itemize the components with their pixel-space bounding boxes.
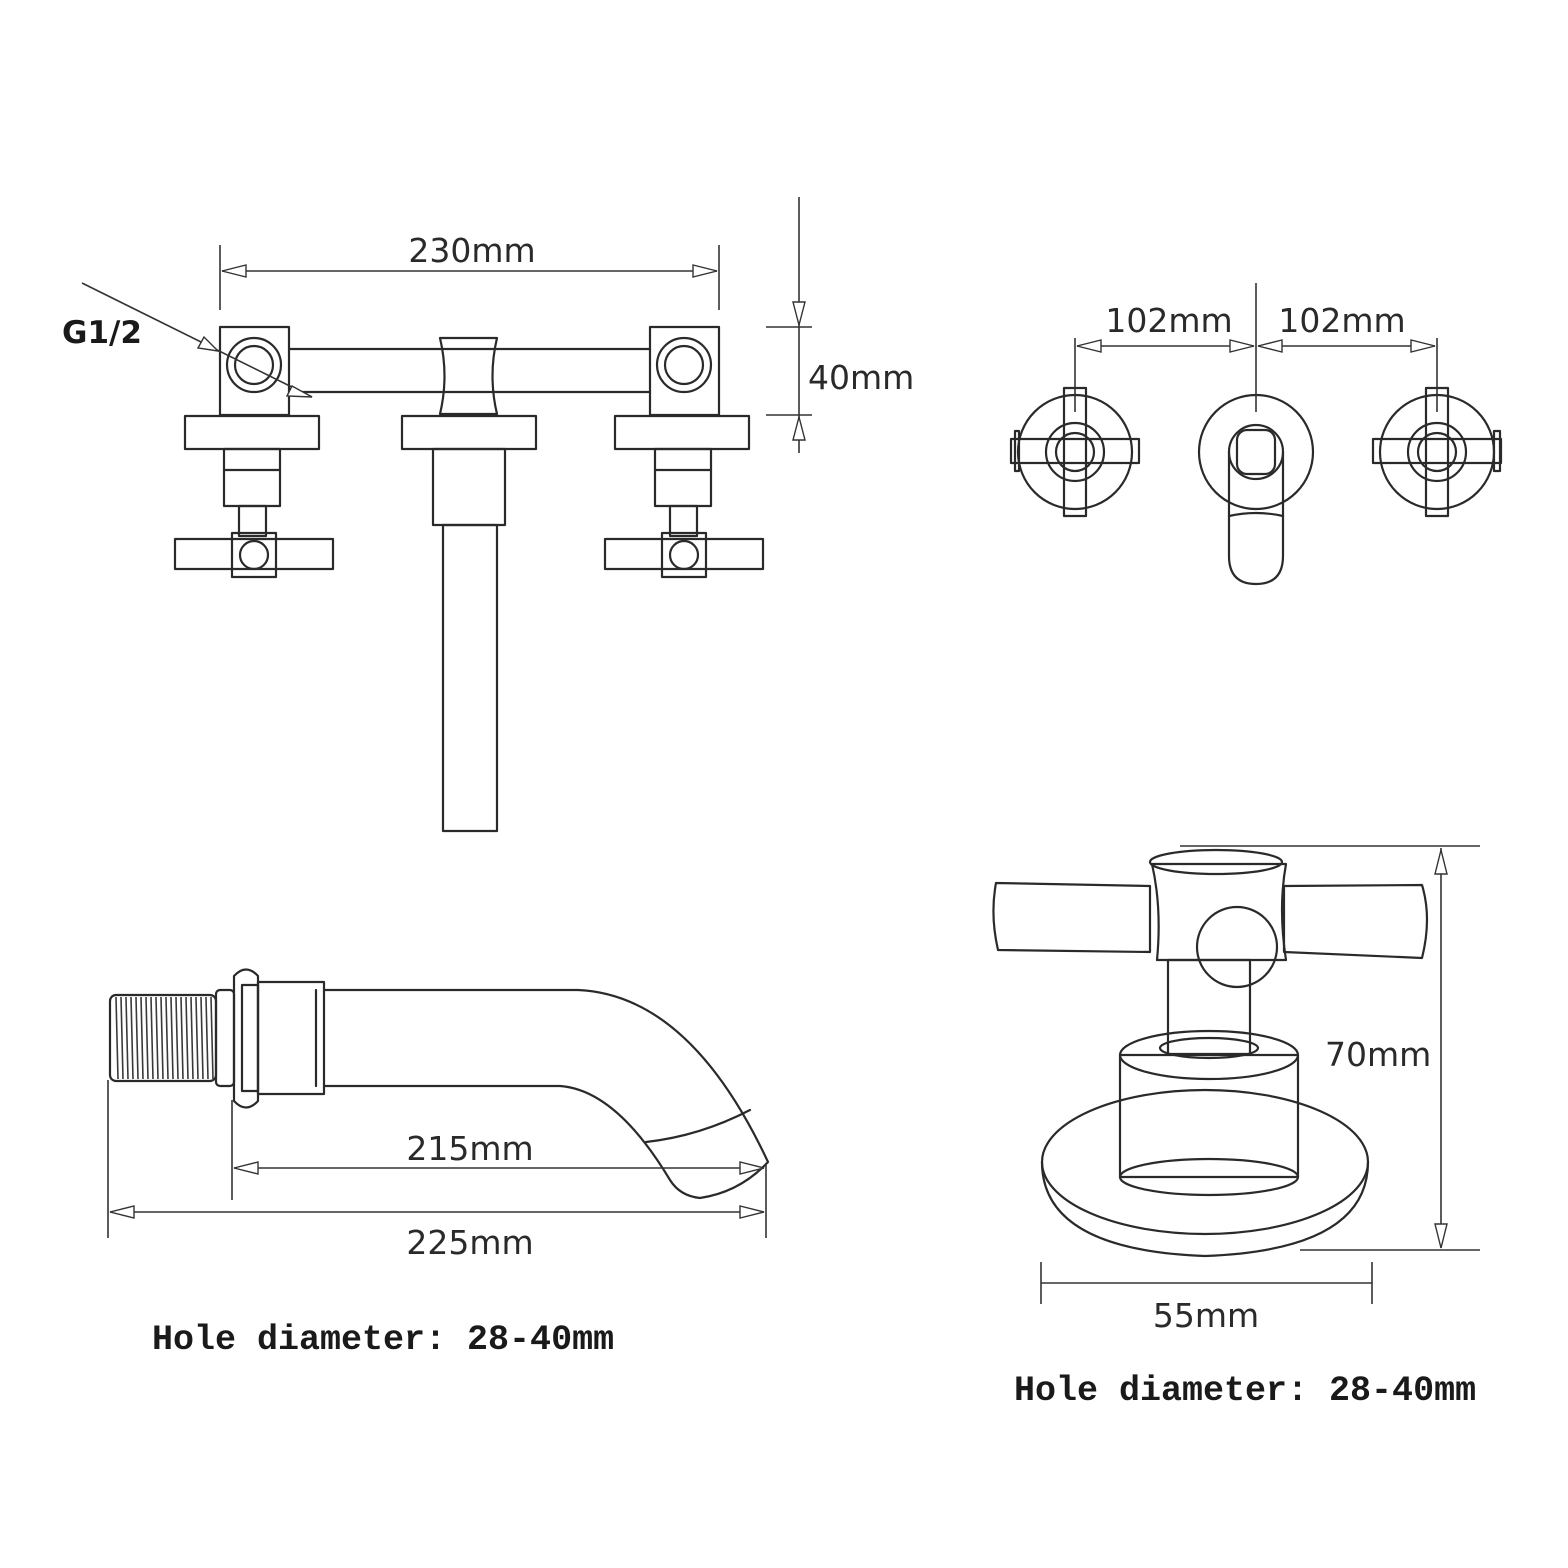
dimension-55mm: 55mm: [1040, 1262, 1373, 1335]
spout-hole-diameter-note: Hole diameter: 28-40mm: [152, 1320, 614, 1360]
handle-hole-diameter-note: Hole diameter: 28-40mm: [1014, 1371, 1476, 1411]
thread-line: [125, 996, 129, 1080]
spout-collar: [256, 980, 326, 1096]
spout-tube: [322, 988, 770, 1200]
dimension-70mm: 70mm: [1180, 845, 1480, 1251]
thread-label: G1/2: [62, 315, 142, 351]
spout-flange: [214, 968, 260, 1109]
thread-line: [205, 996, 209, 1080]
dimension-label-70mm: 70mm: [1325, 1035, 1431, 1074]
dimension-label-40mm: 40mm: [808, 358, 914, 397]
dimension-label-102mm-left: 102mm: [1105, 301, 1232, 340]
handle-side-view: 70mm 55mm Hole diameter: 28-40mm: [992, 845, 1480, 1411]
thread-line: [170, 996, 174, 1080]
thread-line: [160, 996, 164, 1080]
thread-line: [135, 996, 139, 1080]
thread-line: [210, 996, 214, 1080]
thread-line: [155, 996, 159, 1080]
front-view: 230mm G1/2 40mm: [62, 197, 914, 833]
cross-handle: [992, 848, 1429, 989]
dimension-label-225mm: 225mm: [406, 1223, 533, 1262]
thread-line: [115, 996, 119, 1080]
dimension-40mm: 40mm: [766, 197, 914, 453]
threaded-inlet: [108, 993, 218, 1083]
center-spout-body: [400, 336, 538, 833]
thread-lines: [115, 996, 214, 1080]
handle-base-plate: [1040, 1088, 1370, 1258]
thread-line: [190, 996, 194, 1080]
dimension-label-215mm: 215mm: [406, 1129, 533, 1168]
dimension-215mm: 215mm: [231, 1100, 765, 1200]
dimension-102mm-pair: 102mm 102mm: [1074, 283, 1438, 412]
handle-cap-circle: [1195, 905, 1279, 989]
dimension-225mm: 225mm: [107, 1080, 767, 1262]
thread-line: [140, 996, 144, 1080]
spout-side-view: 215mm 225mm Hole diameter: 28-40mm: [107, 968, 770, 1360]
dimension-label-55mm: 55mm: [1153, 1296, 1259, 1335]
thread-line: [180, 996, 184, 1080]
center-spout-top: [1197, 393, 1315, 586]
thread-line: [185, 996, 189, 1080]
thread-line: [130, 996, 134, 1080]
thread-line: [150, 996, 154, 1080]
thread-line: [175, 996, 179, 1080]
left-handle-top: [1009, 386, 1141, 518]
thread-line: [120, 996, 124, 1080]
thread-line: [195, 996, 199, 1080]
dimension-label-102mm-right: 102mm: [1278, 301, 1405, 340]
dimension-230mm: 230mm: [219, 231, 720, 310]
thread-callout: G1/2: [62, 282, 313, 398]
handle-body-cylinder: [1118, 1029, 1300, 1197]
thread-line: [200, 996, 204, 1080]
thread-line: [145, 996, 149, 1080]
top-view: 102mm 102mm: [1009, 283, 1503, 586]
right-valve-body: [603, 325, 765, 579]
dimension-label-230mm: 230mm: [408, 231, 535, 270]
connecting-pipe: [288, 347, 652, 394]
thread-line: [165, 996, 169, 1080]
left-valve-body: [173, 325, 335, 579]
